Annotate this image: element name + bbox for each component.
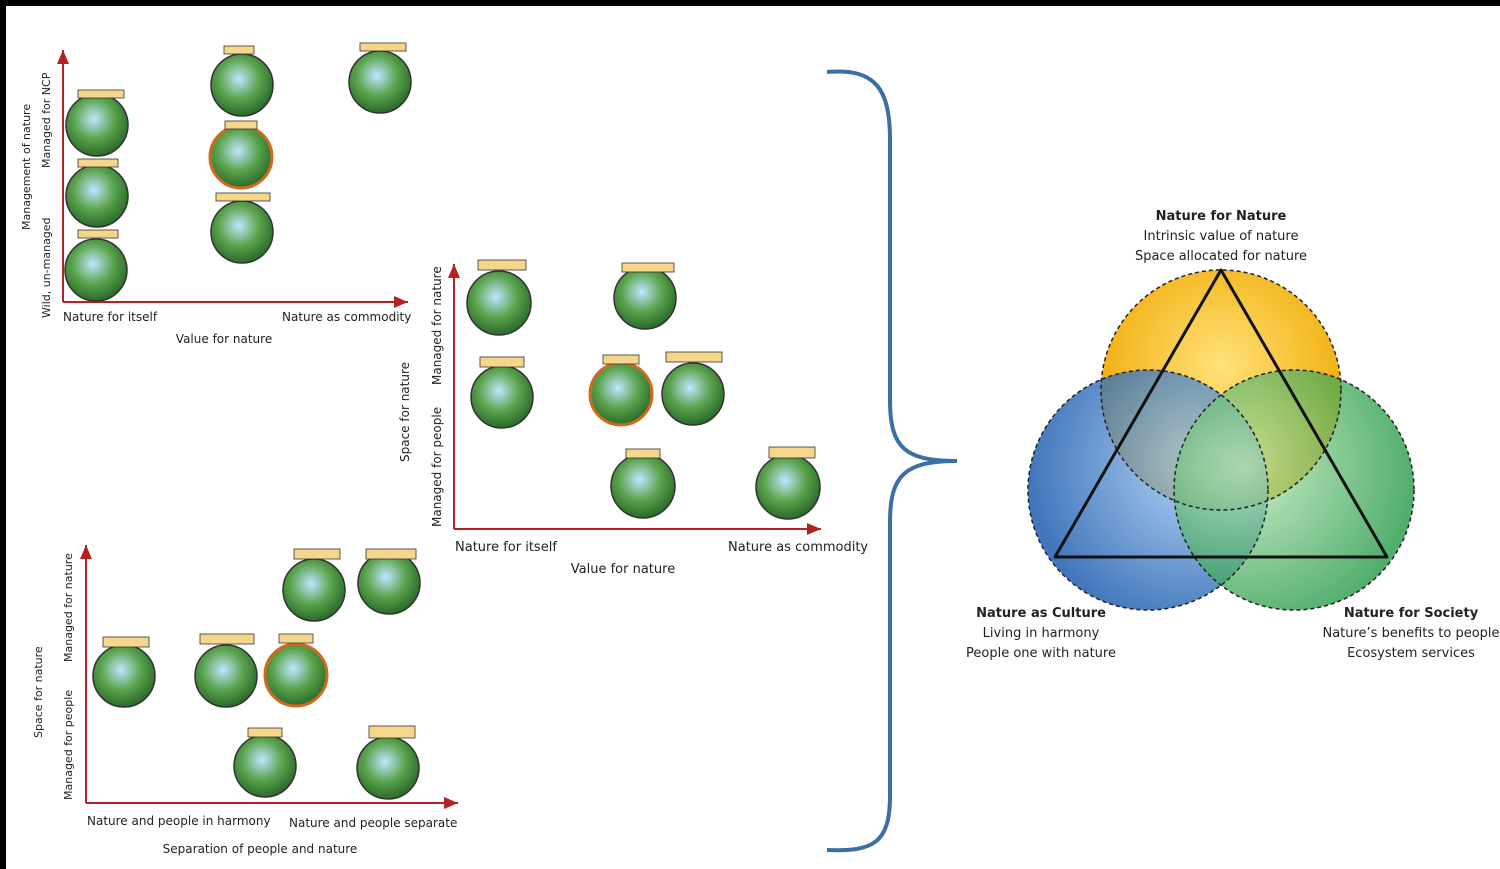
illustration-icons bbox=[64, 42, 412, 302]
venn-diagram: Nature for Nature Intrinsic value of nat… bbox=[966, 209, 1500, 661]
x-tick-high: Nature as commodity bbox=[728, 540, 868, 555]
y-tick-high: Managed for nature bbox=[430, 266, 444, 385]
y-tick-high: Managed for nature bbox=[62, 553, 75, 662]
x-tick-high: Nature and people separate bbox=[289, 816, 457, 830]
nature-for-society-line1: Nature’s benefits to people bbox=[1322, 626, 1499, 641]
illustration-icon bbox=[755, 446, 821, 520]
venn-triangle bbox=[1053, 268, 1389, 559]
illustration-icon bbox=[194, 633, 258, 708]
illustration-icon bbox=[64, 229, 128, 302]
illustration-icon bbox=[282, 548, 346, 622]
illustration-icon bbox=[263, 633, 329, 708]
venn-outline-top bbox=[1100, 269, 1342, 511]
x-axis-label: Value for nature bbox=[571, 562, 675, 577]
y-tick-low: Managed for people bbox=[430, 407, 444, 527]
illustration-icon bbox=[348, 42, 412, 114]
illustration-icon bbox=[661, 351, 725, 426]
venn-outline-left bbox=[1027, 369, 1269, 611]
venn-outline-right bbox=[1173, 369, 1415, 611]
y-tick-low: Wild, un-managed bbox=[40, 217, 53, 318]
venn-circle-nature-for-society bbox=[1174, 370, 1414, 610]
y-tick-high: Managed for NCP bbox=[40, 72, 53, 168]
plot-middle: Nature for itself Nature as commodity Va… bbox=[398, 259, 868, 577]
nature-for-nature-line2: Space allocated for nature bbox=[1135, 249, 1307, 264]
plot-top-left: Nature for itself Nature as commodity Va… bbox=[20, 42, 412, 346]
curly-bracket bbox=[826, 69, 958, 853]
illustration-icon bbox=[92, 636, 156, 708]
illustration-icon bbox=[613, 262, 677, 330]
illustration-icon bbox=[610, 448, 676, 519]
nature-as-culture-title: Nature as Culture bbox=[976, 606, 1106, 621]
x-tick-high: Nature as commodity bbox=[282, 310, 411, 324]
illustration-icon bbox=[65, 158, 129, 228]
illustration-icon bbox=[588, 354, 654, 427]
y-axis-label: Management of nature bbox=[20, 104, 33, 230]
illustration-icons bbox=[466, 259, 821, 520]
illustration-icon bbox=[210, 192, 274, 264]
y-tick-low: Managed for people bbox=[62, 690, 75, 800]
x-axis-label: Value for nature bbox=[176, 332, 272, 346]
illustration-icon bbox=[466, 259, 532, 336]
nature-for-nature-title: Nature for Nature bbox=[1156, 209, 1287, 224]
nature-for-society-title: Nature for Society bbox=[1344, 606, 1479, 621]
x-tick-low: Nature for itself bbox=[63, 310, 158, 324]
x-tick-low: Nature for itself bbox=[455, 540, 557, 555]
x-axis-label: Separation of people and nature bbox=[163, 842, 358, 856]
illustration-icon bbox=[65, 89, 129, 157]
illustration-icon bbox=[356, 725, 420, 800]
x-tick-low: Nature and people in harmony bbox=[87, 814, 271, 828]
y-axis-label: Space for nature bbox=[32, 646, 45, 738]
y-axis-label: Space for nature bbox=[398, 362, 412, 462]
illustration-icon bbox=[470, 356, 534, 429]
nature-as-culture-line2: People one with nature bbox=[966, 646, 1116, 661]
nature-for-nature-line1: Intrinsic value of nature bbox=[1144, 229, 1299, 244]
illustration-icon bbox=[210, 45, 274, 117]
illustration-icon bbox=[357, 548, 421, 615]
plot-bottom-left: Nature and people in harmony Nature and … bbox=[32, 545, 458, 856]
illustration-icon bbox=[208, 120, 274, 190]
illustration-icons bbox=[92, 548, 421, 800]
nature-as-culture-line1: Living in harmony bbox=[983, 626, 1100, 641]
illustration-icon bbox=[233, 727, 297, 798]
nature-for-society-line2: Ecosystem services bbox=[1347, 646, 1475, 661]
